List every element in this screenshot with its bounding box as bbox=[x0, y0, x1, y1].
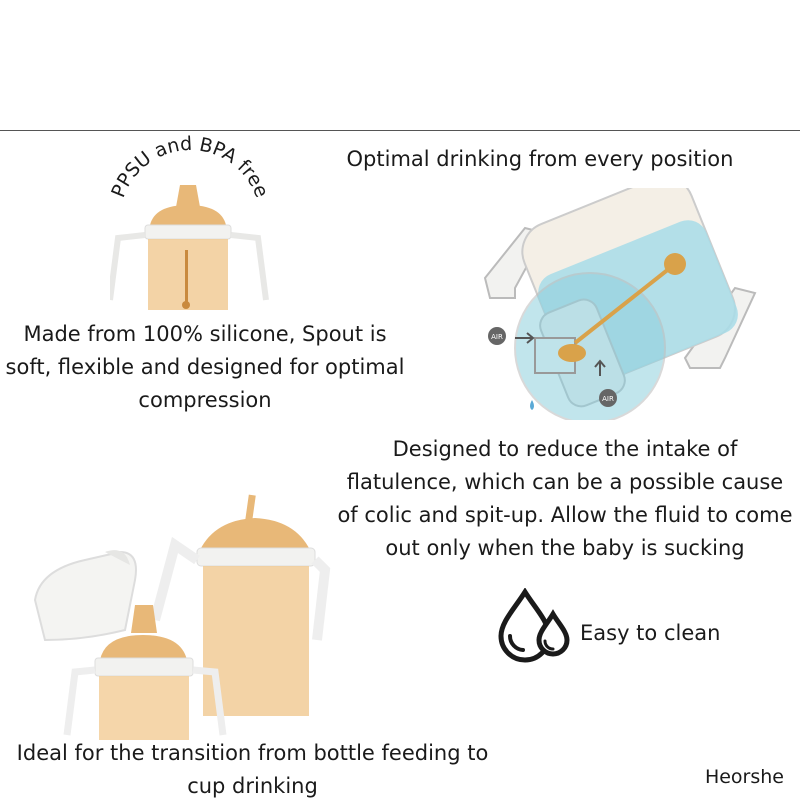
air-label-bottom: AIR bbox=[602, 395, 614, 403]
colic-description: Designed to reduce the intake of flatule… bbox=[337, 437, 793, 560]
air-label-left: AIR bbox=[491, 333, 503, 341]
sippy-cup-set-image bbox=[33, 494, 331, 740]
sippy-cup-small-image bbox=[110, 185, 269, 310]
silicone-description: Made from 100% silicone, Spout is soft, … bbox=[5, 322, 405, 412]
valve-illustration: AIR AIR bbox=[483, 188, 757, 420]
position-heading: Optimal drinking from every position bbox=[346, 147, 734, 171]
easy-clean-label: Easy to clean bbox=[580, 621, 721, 645]
brand-name: Heorshe bbox=[704, 766, 784, 788]
top-divider bbox=[0, 130, 800, 131]
transition-description: Ideal for the transition from bottle fee… bbox=[16, 741, 489, 798]
water-drops-icon bbox=[498, 588, 570, 663]
